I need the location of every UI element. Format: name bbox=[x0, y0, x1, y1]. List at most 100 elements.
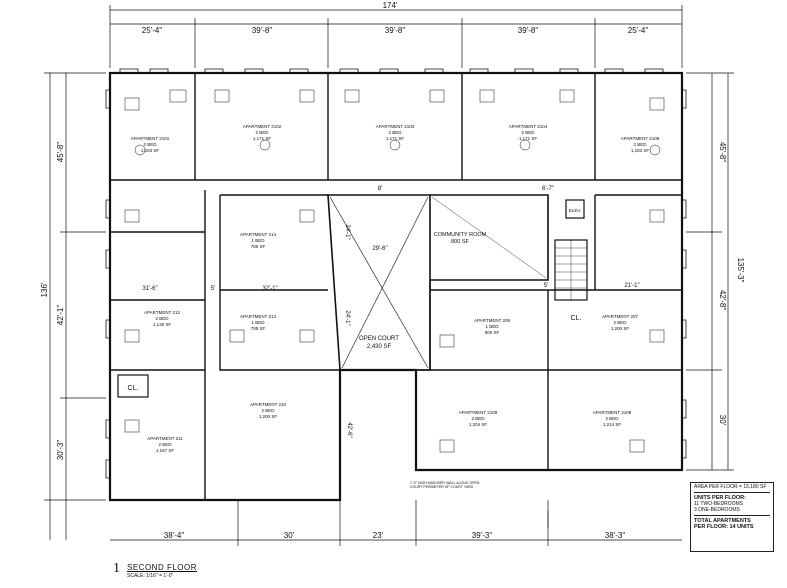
open-court-label: OPEN COURT bbox=[359, 336, 399, 342]
svg-text:APARTMENT 2108: APARTMENT 2108 bbox=[593, 410, 632, 415]
dim-left-wing-c: 31'-6" bbox=[142, 286, 157, 292]
dim-left-wing-a: 32'-1" bbox=[262, 286, 277, 292]
svg-text:785 SF: 785 SF bbox=[251, 326, 266, 331]
svg-text:2 BED: 2 BED bbox=[255, 130, 269, 135]
svg-text:800 SF: 800 SF bbox=[485, 330, 500, 335]
apartment-rw: APARTMENT 208 1 BED 800 SF bbox=[474, 318, 511, 335]
one-bed-count: 3 ONE-BEDROOMS bbox=[694, 507, 740, 513]
svg-text:2 BED: 2 BED bbox=[158, 442, 172, 447]
dim-court-depth-upper: 24'-1" bbox=[344, 224, 350, 239]
dim-bottom-2: 30' bbox=[284, 531, 295, 540]
svg-text:2 BED: 2 BED bbox=[613, 320, 627, 325]
apartment-se2: APARTMENT 2108 2 BED 1,214 SF bbox=[593, 410, 632, 427]
svg-text:1,183 SF: 1,183 SF bbox=[631, 148, 650, 153]
dim-right-total: 135'-3" bbox=[736, 258, 745, 283]
svg-text:APARTMENT 212: APARTMENT 212 bbox=[144, 310, 181, 315]
svg-text:1,167 SF: 1,167 SF bbox=[156, 448, 175, 453]
dim-court-depth-lower: 24'-1" bbox=[344, 310, 350, 325]
total-line-1: TOTAL APARTMENTS bbox=[694, 518, 751, 524]
closet-left-label: CL. bbox=[128, 385, 139, 392]
dim-elev-offset: 6'-7" bbox=[542, 186, 554, 192]
dim-right-wing-b: 5' bbox=[544, 283, 548, 289]
svg-text:2 BED: 2 BED bbox=[633, 142, 647, 147]
svg-text:1,200 SF: 1,200 SF bbox=[259, 414, 278, 419]
svg-text:1 BED: 1 BED bbox=[485, 324, 499, 329]
dim-lower-court: 42'-6" bbox=[346, 422, 352, 437]
apartment-nw: APARTMENT 2101 2 BED 1,183 SF bbox=[131, 136, 170, 153]
apartment-e: APARTMENT 207 2 BED 1,200 SF bbox=[602, 314, 639, 331]
svg-text:1,183 SF: 1,183 SF bbox=[141, 148, 160, 153]
svg-text:APARTMENT 213: APARTMENT 213 bbox=[240, 314, 277, 319]
svg-text:APARTMENT 210: APARTMENT 210 bbox=[250, 402, 287, 407]
elevator-label: ELEV. bbox=[569, 208, 581, 213]
svg-text:1 BED: 1 BED bbox=[251, 238, 265, 243]
svg-text:APARTMENT 2102: APARTMENT 2102 bbox=[243, 124, 282, 129]
dim-bottom-4: 39'-3" bbox=[472, 531, 493, 540]
svg-text:1,171 SF: 1,171 SF bbox=[519, 136, 538, 141]
dim-top-3: 39'-8" bbox=[385, 26, 406, 35]
total-line-2: PER FLOOR: 14 UNITS bbox=[694, 524, 754, 530]
dim-bottom-5: 38'-3" bbox=[605, 531, 626, 540]
svg-text:2 BED: 2 BED bbox=[155, 316, 169, 321]
dim-top-2: 39'-8" bbox=[252, 26, 273, 35]
svg-text:APARTMENT 208: APARTMENT 208 bbox=[474, 318, 511, 323]
drawing-title: SECOND FLOOR bbox=[127, 563, 198, 572]
open-court-area: 2,430 SF bbox=[367, 344, 392, 350]
dim-top-5: 25'-4" bbox=[628, 26, 649, 35]
dim-left-wing-b: 5' bbox=[211, 286, 215, 292]
svg-text:785 SF: 785 SF bbox=[251, 244, 266, 249]
units-heading: UNITS PER FLOOR: bbox=[694, 495, 746, 501]
svg-text:1,204 SF: 1,204 SF bbox=[469, 422, 488, 427]
dim-bottom-1: 38'-4" bbox=[164, 531, 185, 540]
svg-text:APARTMENT 2105: APARTMENT 2105 bbox=[621, 136, 660, 141]
svg-text:1,171 SF: 1,171 SF bbox=[253, 136, 272, 141]
dim-overall-top: 174' bbox=[383, 1, 398, 10]
svg-text:2 BED: 2 BED bbox=[605, 416, 619, 421]
apartment-n1: APARTMENT 2102 2 BED 1,171 SF bbox=[243, 124, 282, 141]
apartment-n3: APARTMENT 2104 2 BED 1,171 SF bbox=[509, 124, 548, 141]
apartment-w: APARTMENT 212 2 BED 1,135 SF bbox=[144, 310, 181, 327]
svg-text:APARTMENT 207: APARTMENT 207 bbox=[602, 314, 639, 319]
dim-right-2: 42'-8" bbox=[718, 290, 727, 311]
apartment-sw: APARTMENT 211 2 BED 1,167 SF bbox=[147, 436, 183, 453]
dim-top-1: 25'-4" bbox=[142, 26, 163, 35]
svg-text:APARTMENT 2103: APARTMENT 2103 bbox=[376, 124, 415, 129]
apartment-se1: APARTMENT 2109 2 BED 1,204 SF bbox=[459, 410, 498, 427]
two-bed-count: 11 TWO-BEDROOMS bbox=[694, 501, 743, 507]
area-per-floor: AREA PER FLOOR = 15,180 SF bbox=[694, 484, 767, 490]
dim-court-width: 29'-6" bbox=[372, 246, 387, 252]
dim-corridor-gap: 8' bbox=[378, 186, 382, 192]
svg-text:APARTMENT 2104: APARTMENT 2104 bbox=[509, 124, 548, 129]
closet-right-label: CL. bbox=[571, 315, 582, 322]
dim-top-4: 39'-8" bbox=[518, 26, 539, 35]
masonry-wall-note: 7'-0" HIGH MASONRY WALL ALONG OPEN COURT… bbox=[410, 481, 480, 489]
apartment-lw2: APARTMENT 213 1 BED 785 SF bbox=[240, 314, 277, 331]
svg-text:1,214 SF: 1,214 SF bbox=[603, 422, 622, 427]
drawing-number: 1 bbox=[113, 561, 120, 576]
svg-text:2 BED: 2 BED bbox=[143, 142, 157, 147]
svg-text:1,135 SF: 1,135 SF bbox=[153, 322, 172, 327]
svg-text:1,200 SF: 1,200 SF bbox=[611, 326, 630, 331]
apartment-lw1: APARTMENT 214 1 BED 785 SF bbox=[240, 232, 277, 249]
apartment-n2: APARTMENT 2103 2 BED 1,171 SF bbox=[376, 124, 415, 141]
svg-text:2 BED: 2 BED bbox=[261, 408, 275, 413]
svg-text:1,171 SF: 1,171 SF bbox=[386, 136, 405, 141]
dim-right-wing-a: 21'-1" bbox=[624, 283, 639, 289]
community-room-label: COMMUNITY ROOM bbox=[434, 232, 487, 238]
dim-bottom-3: 23' bbox=[373, 531, 384, 540]
svg-text:2 BED: 2 BED bbox=[521, 130, 535, 135]
community-room-area: 800 SF bbox=[451, 239, 469, 245]
dim-left-total: 136' bbox=[40, 282, 49, 297]
dim-left-1: 45'-8" bbox=[56, 142, 65, 163]
dim-left-3: 30'-3" bbox=[56, 440, 65, 461]
svg-text:2 BED: 2 BED bbox=[388, 130, 402, 135]
drawing-scale: SCALE: 1/16" = 1'-0" bbox=[127, 573, 174, 579]
apartment-ne: APARTMENT 2105 2 BED 1,183 SF bbox=[621, 136, 660, 153]
svg-text:APARTMENT 2101: APARTMENT 2101 bbox=[131, 136, 170, 141]
unit-summary-legend: AREA PER FLOOR = 15,180 SF UNITS PER FLO… bbox=[690, 482, 774, 552]
svg-text:2 BED: 2 BED bbox=[471, 416, 485, 421]
dim-right-3: 30' bbox=[718, 415, 727, 426]
svg-text:APARTMENT 214: APARTMENT 214 bbox=[240, 232, 277, 237]
dim-right-1: 45'-8" bbox=[718, 142, 727, 163]
